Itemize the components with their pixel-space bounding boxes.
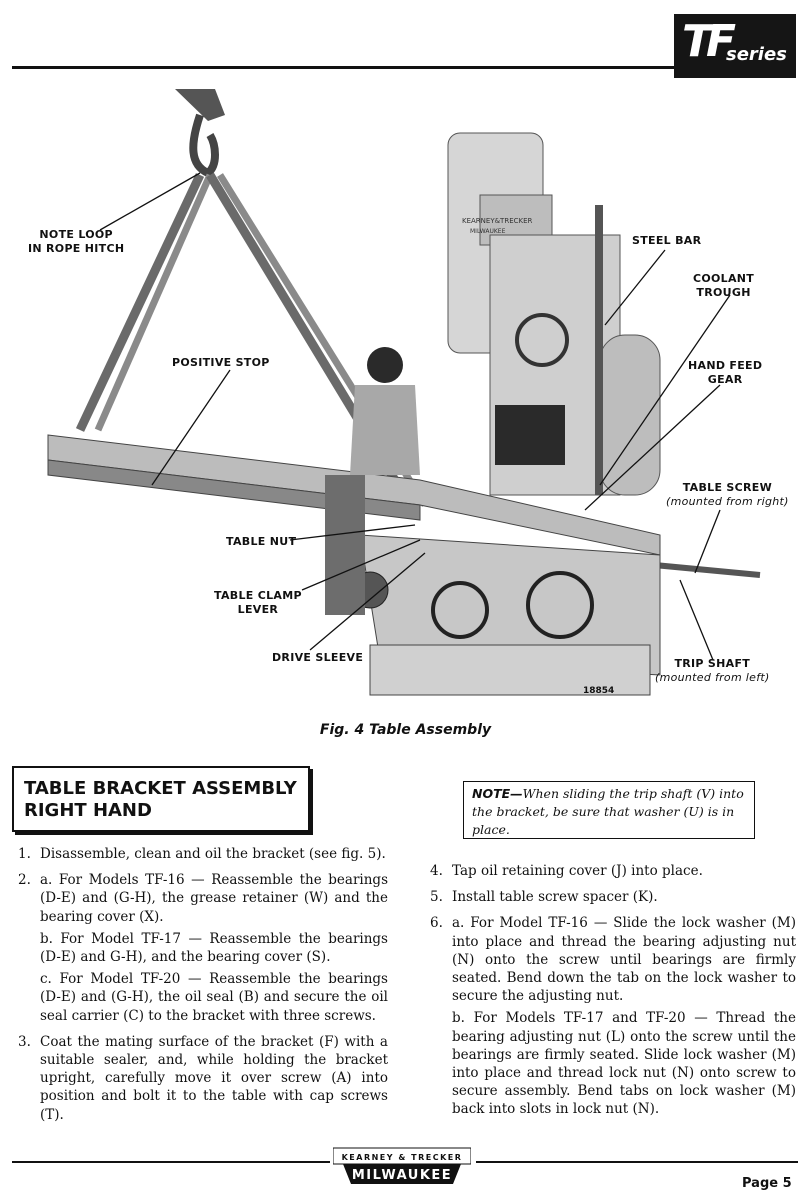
item-text: c. For Model TF-20 — Reassemble the bear… bbox=[40, 971, 388, 1024]
callout-steel-bar-text: STEEL BAR bbox=[632, 234, 702, 247]
callout-trip-shaft-sub: (mounted from left) bbox=[655, 671, 770, 684]
item-number: 5. bbox=[430, 889, 443, 906]
callout-table-nut: TABLE NUT bbox=[226, 535, 296, 549]
callout-table-screw-sub: (mounted from right) bbox=[666, 495, 789, 508]
figure-caption: Fig. 4 Table Assembly bbox=[319, 722, 492, 738]
item-text: b. For Model TF-17 — Reassemble the bear… bbox=[40, 930, 388, 966]
callout-coolant-trough-line1: COOLANT bbox=[693, 272, 755, 285]
list-item: 6. a. For Model TF-16 — Slide the lock w… bbox=[430, 914, 796, 1005]
kearney-trecker-logo: KEARNEY & TRECKER MILWAUKEE bbox=[333, 1147, 471, 1184]
item-text: Disassemble, clean and oil the bracket (… bbox=[40, 846, 386, 862]
section-title-line1: TABLE BRACKET ASSEMBLY bbox=[24, 778, 297, 799]
callout-positive-stop-text: POSITIVE STOP bbox=[172, 356, 270, 369]
logo-tf-text: TF bbox=[682, 16, 736, 67]
callout-hand-feed-gear: HAND FEED GEAR bbox=[688, 359, 762, 387]
callout-hand-feed-gear-line2: GEAR bbox=[707, 373, 743, 386]
callout-coolant-trough-line2: TROUGH bbox=[696, 286, 751, 299]
callout-trip-shaft-line1: TRIP SHAFT bbox=[674, 657, 751, 670]
callout-table-clamp-lever-line2: LEVER bbox=[237, 603, 279, 616]
callout-drive-sleeve-text: DRIVE SLEEVE bbox=[272, 651, 364, 664]
footer-rule-left bbox=[12, 1161, 330, 1163]
callout-steel-bar: STEEL BAR bbox=[632, 234, 701, 248]
item-number: 4. bbox=[430, 863, 443, 879]
list-item: 4. Tap oil retaining cover (J) into plac… bbox=[430, 862, 796, 880]
list-item: 5. Install table screw spacer (K). bbox=[430, 888, 796, 906]
tf-series-logo: TF series bbox=[674, 14, 796, 78]
section-title: TABLE BRACKET ASSEMBLY RIGHT HAND bbox=[24, 778, 297, 822]
callout-table-screw: TABLE SCREW (mounted from right) bbox=[666, 481, 789, 509]
list-item: 1. Disassemble, clean and oil the bracke… bbox=[18, 845, 388, 863]
item-number: 2. bbox=[18, 872, 31, 889]
footer-rule-right bbox=[476, 1161, 798, 1163]
item-text: a. For Models TF-16 — Reassemble the bea… bbox=[40, 872, 388, 925]
list-item: c. For Model TF-20 — Reassemble the bear… bbox=[18, 970, 388, 1025]
callout-note-loop-line2: IN ROPE HITCH bbox=[28, 242, 125, 255]
header-rule bbox=[12, 66, 674, 69]
callout-positive-stop: POSITIVE STOP bbox=[172, 356, 270, 370]
callout-coolant-trough: COOLANT TROUGH bbox=[693, 272, 754, 300]
note-box: NOTE—When sliding the trip shaft (V) int… bbox=[463, 781, 755, 839]
section-title-line2: RIGHT HAND bbox=[24, 800, 152, 821]
left-column: 1. Disassemble, clean and oil the bracke… bbox=[18, 845, 388, 1132]
item-number: 6. bbox=[430, 915, 443, 932]
table-assembly-photo: KEARNEY&TRECKER MILWAUKEE bbox=[47, 89, 761, 696]
callout-table-clamp-lever: TABLE CLAMP LEVER bbox=[214, 589, 302, 617]
item-text: b. For Models TF-17 and TF-20 — Thread t… bbox=[452, 1010, 796, 1118]
logo-series-text: series bbox=[726, 44, 787, 65]
callout-note-loop: NOTE LOOP IN ROPE HITCH bbox=[28, 228, 124, 256]
section-heading-box: TABLE BRACKET ASSEMBLY RIGHT HAND bbox=[12, 766, 310, 832]
item-text: Coat the mating surface of the bracket (… bbox=[40, 1033, 388, 1123]
photo-number: 18854 bbox=[583, 686, 615, 696]
right-column: 4. Tap oil retaining cover (J) into plac… bbox=[430, 862, 796, 1127]
callout-table-screw-line1: TABLE SCREW bbox=[682, 481, 773, 494]
nameplate-line2: MILWAUKEE bbox=[470, 228, 506, 235]
list-item: b. For Model TF-17 — Reassemble the bear… bbox=[18, 930, 388, 966]
callout-drive-sleeve: DRIVE SLEEVE bbox=[272, 651, 363, 665]
callout-table-nut-text: TABLE NUT bbox=[226, 535, 297, 548]
callout-table-clamp-lever-line1: TABLE CLAMP bbox=[214, 589, 302, 602]
item-number: 1. bbox=[18, 846, 31, 862]
list-item: 3. Coat the mating surface of the bracke… bbox=[18, 1033, 388, 1124]
nameplate-line1: KEARNEY&TRECKER bbox=[462, 217, 533, 225]
callout-trip-shaft: TRIP SHAFT (mounted from left) bbox=[655, 657, 770, 685]
item-number: 3. bbox=[18, 1033, 31, 1050]
list-item: b. For Models TF-17 and TF-20 — Thread t… bbox=[430, 1009, 796, 1118]
list-item: 2. a. For Models TF-16 — Reassemble the … bbox=[18, 871, 388, 926]
page-number: Page 5 bbox=[742, 1176, 792, 1191]
note-text: When sliding the trip shaft (V) into the… bbox=[472, 786, 744, 837]
callout-note-loop-line1: NOTE LOOP bbox=[39, 228, 113, 241]
logo-bottom-text: MILWAUKEE bbox=[352, 1168, 452, 1183]
item-text: a. For Model TF-16 — Slide the lock wash… bbox=[452, 915, 796, 1005]
logo-top-text: KEARNEY & TRECKER bbox=[342, 1153, 463, 1162]
callout-hand-feed-gear-line1: HAND FEED bbox=[688, 359, 763, 372]
item-text: Tap oil retaining cover (J) into place. bbox=[452, 863, 703, 879]
note-label: NOTE— bbox=[472, 786, 523, 801]
item-text: Install table screw spacer (K). bbox=[452, 889, 658, 906]
